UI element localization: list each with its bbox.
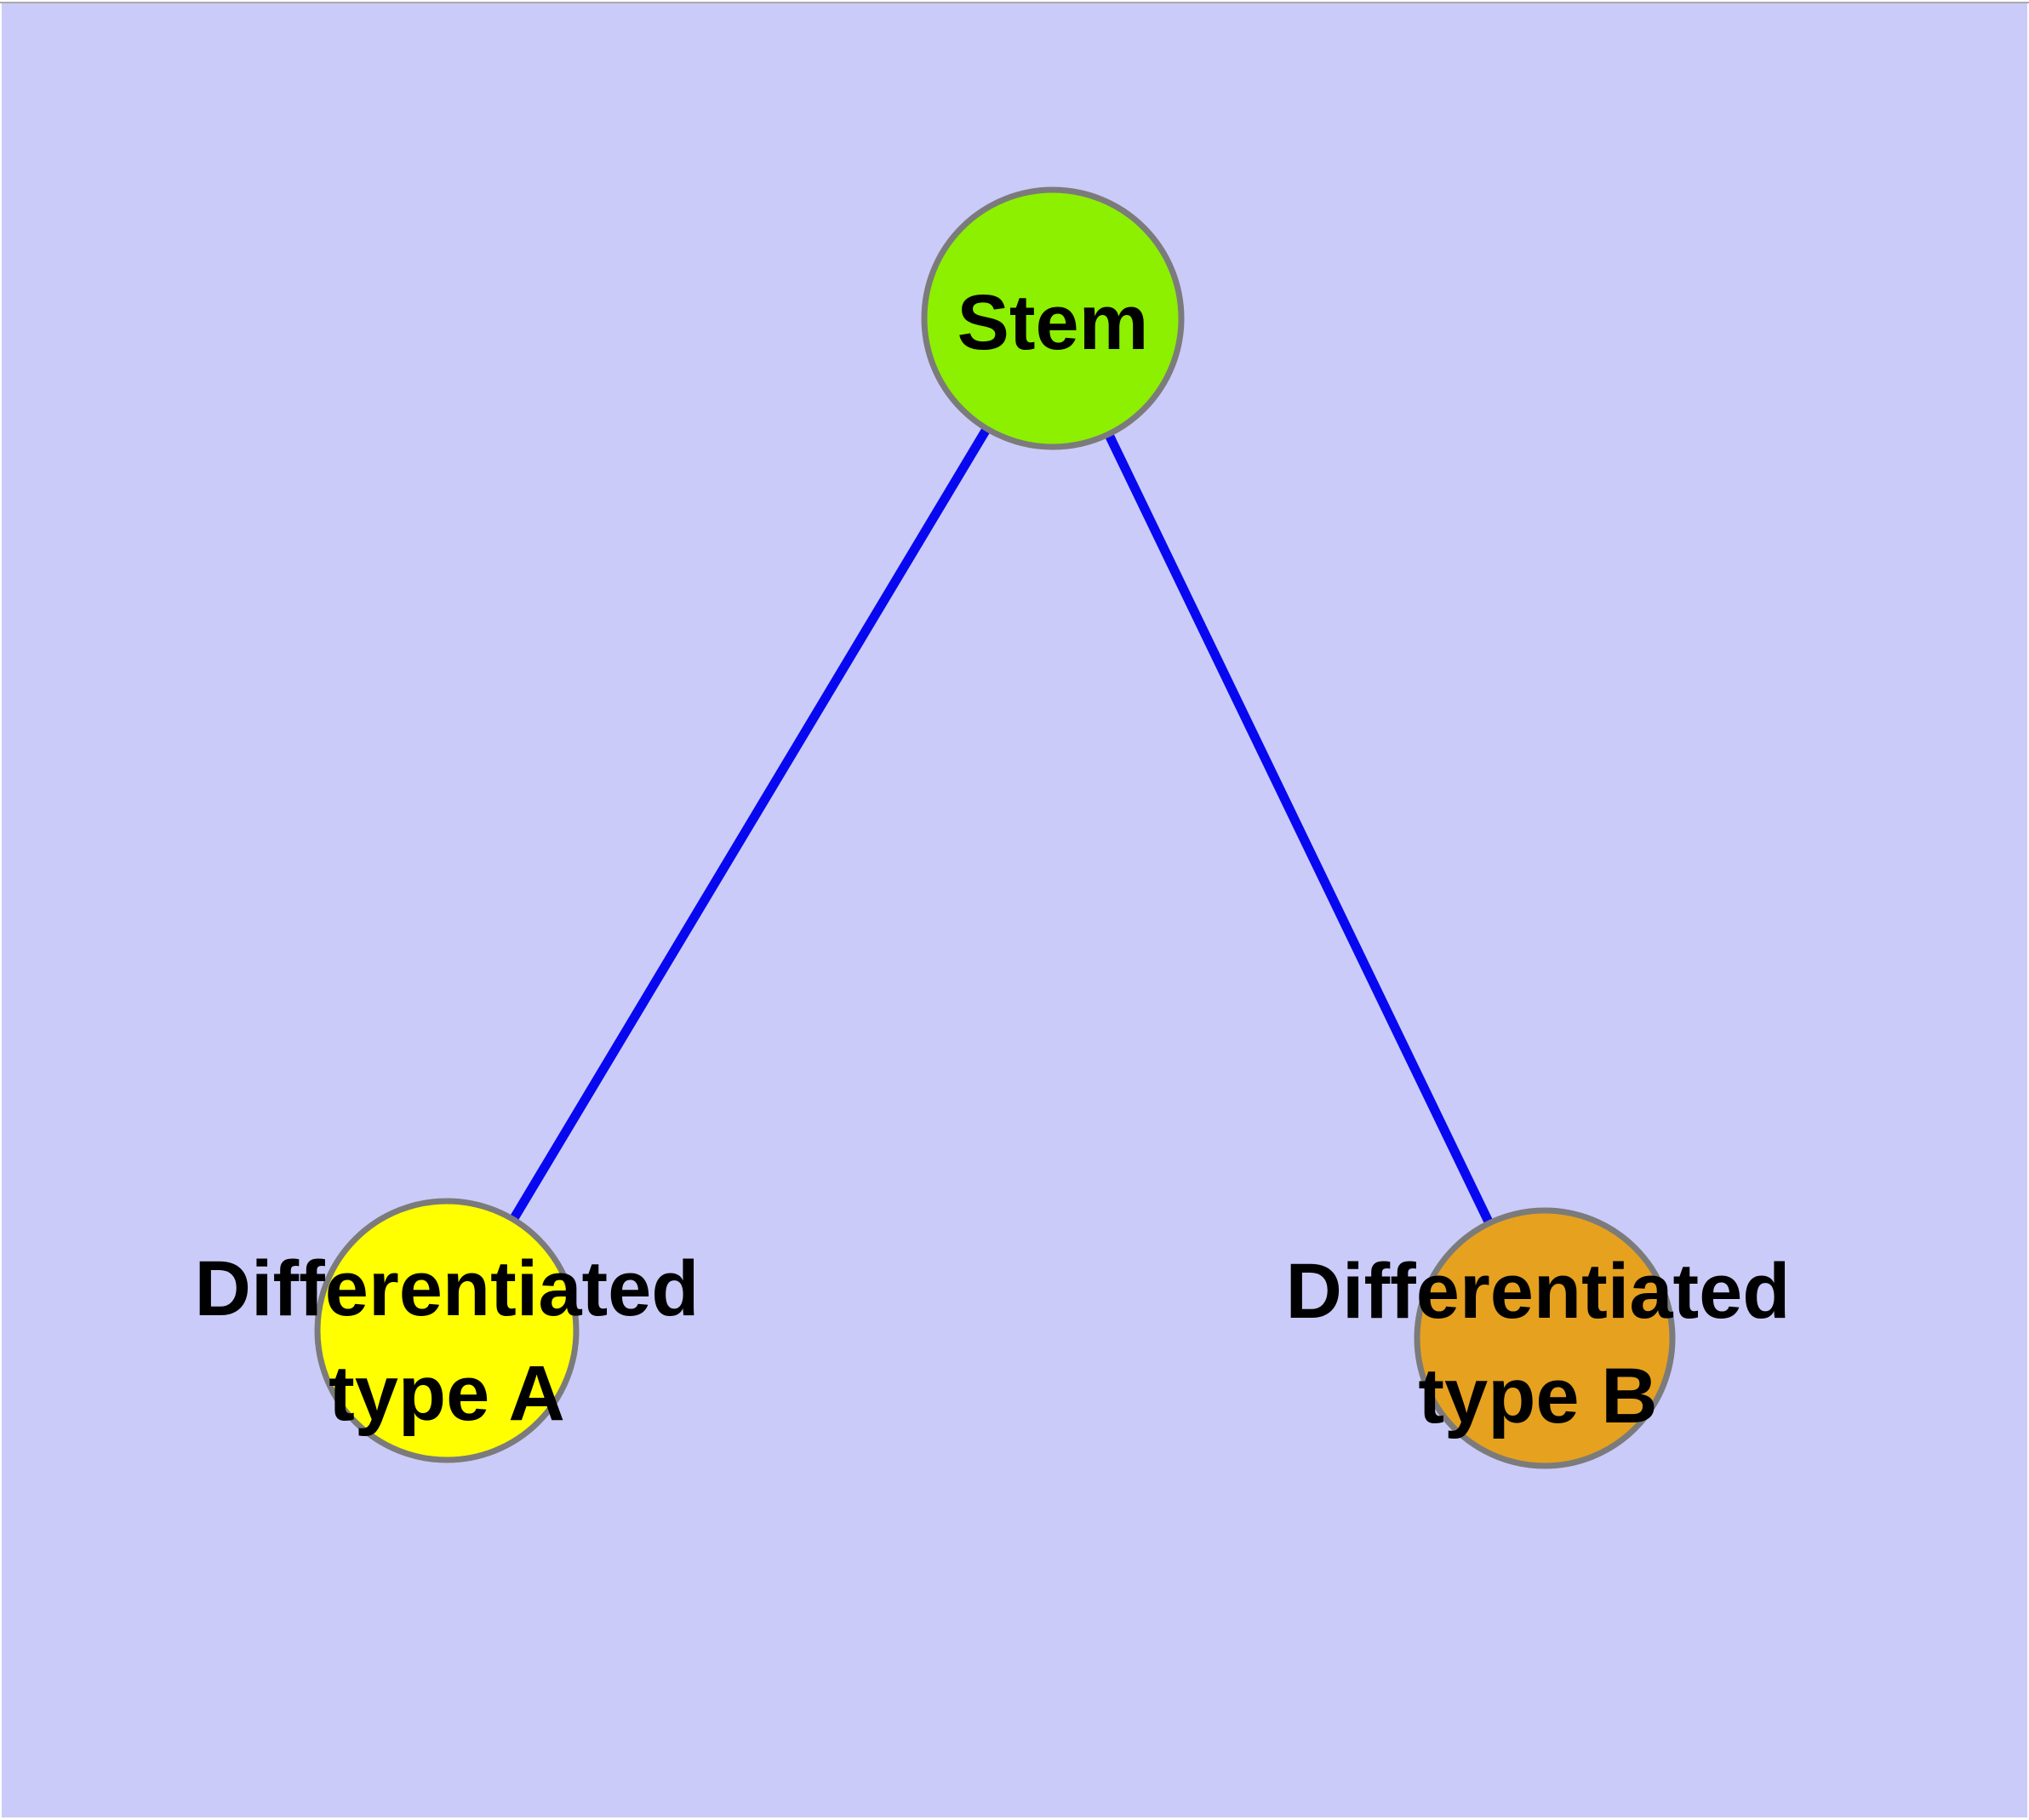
type-a-node-label-line1: Differentiated (195, 1245, 700, 1332)
type-b-node-label-line2: type B (1418, 1353, 1657, 1439)
type-a-node-label-line2: type A (329, 1350, 565, 1437)
window-top-edge (0, 2, 2029, 3)
stem-node-circle (921, 186, 1185, 450)
type-a-node-circle (314, 1198, 580, 1463)
type-b-node-circle (1414, 1207, 1676, 1469)
edge-stem-to-type-a (443, 316, 1057, 1333)
type-b-node-label-line1: Differentiated (1286, 1248, 1791, 1335)
node-stem: Stem (921, 186, 1185, 450)
node-type-b: Differentiated type B (1286, 1207, 1791, 1469)
node-type-a: Differentiated type A (195, 1198, 700, 1463)
edge-stem-to-type-b (1049, 316, 1549, 1341)
stem-node-label: Stem (957, 279, 1149, 366)
